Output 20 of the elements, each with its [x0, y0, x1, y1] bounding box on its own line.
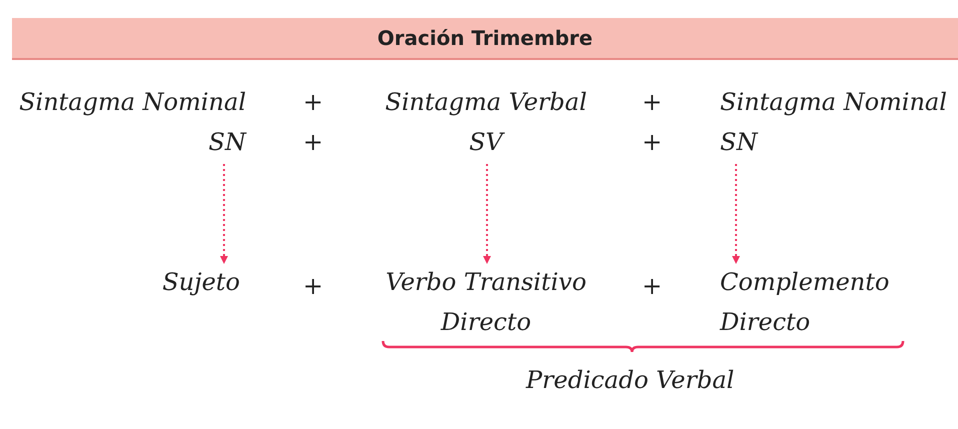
- plus-sign: +: [303, 87, 324, 118]
- abbreviation-label: SV: [469, 128, 503, 156]
- arrow: [732, 164, 740, 264]
- abbreviation-label: SN: [720, 128, 758, 156]
- title: Oración Trimembre: [376, 25, 594, 52]
- phrase-label: Sintagma Verbal: [385, 88, 587, 116]
- arrow: [220, 164, 228, 264]
- plus-sign: +: [303, 127, 324, 158]
- phrase-label: Sintagma Nominal: [720, 88, 947, 116]
- plus-sign: +: [642, 87, 662, 118]
- phrase-label: Verbo Transitivo Directo: [366, 262, 606, 342]
- plus-sign: +: [642, 127, 662, 158]
- arrow: [483, 164, 491, 264]
- phrase-label: Complemento Directo: [720, 262, 920, 342]
- phrase-label: Sujeto: [40, 262, 240, 302]
- group-label: Predicado Verbal: [526, 365, 734, 396]
- abbreviation-label: SN: [208, 128, 246, 156]
- phrase-label: Sintagma Nominal: [19, 88, 246, 116]
- plus-sign: +: [642, 271, 662, 302]
- plus-sign: +: [303, 271, 324, 302]
